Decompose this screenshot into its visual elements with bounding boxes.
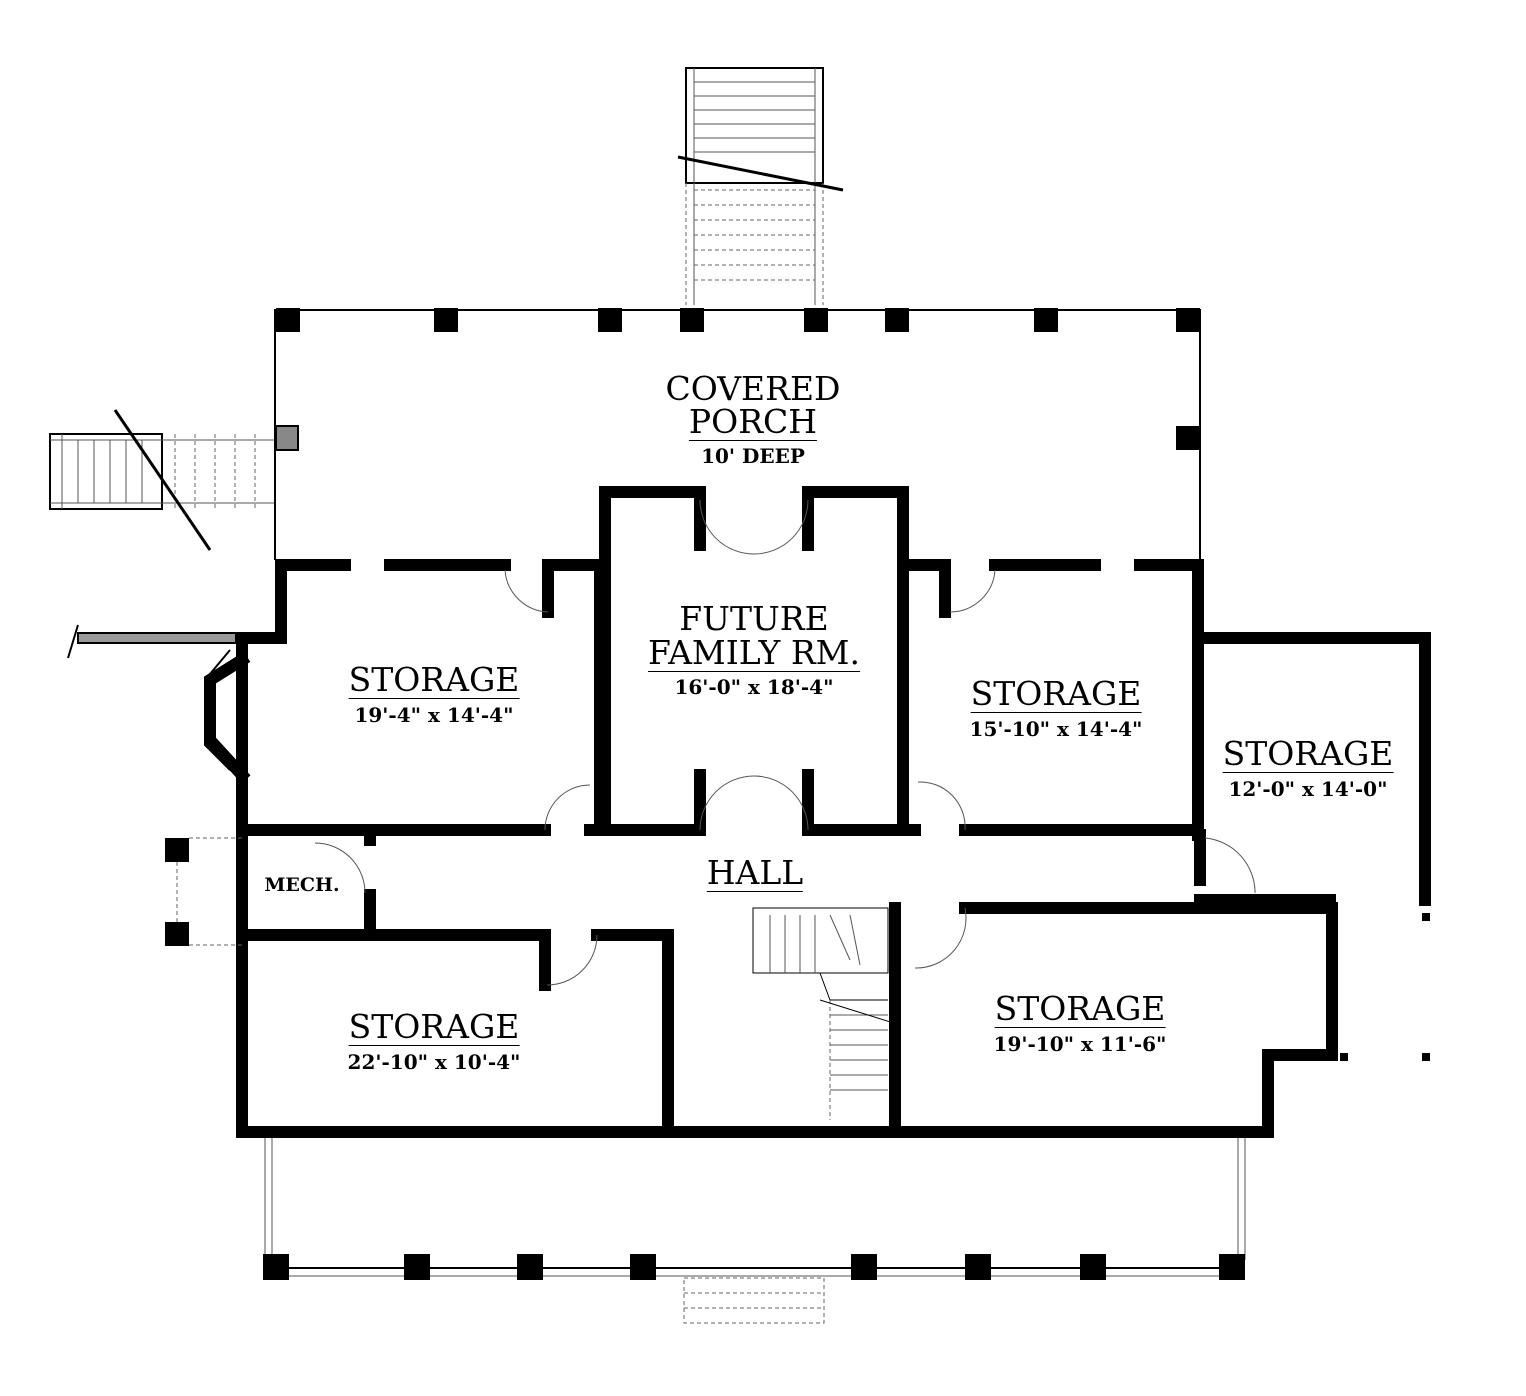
door-swings bbox=[314, 499, 1256, 986]
storage-bottom-right-name: STORAGE bbox=[994, 989, 1166, 1028]
covered-porch-outline bbox=[274, 308, 1201, 560]
top-porch-stairs bbox=[677, 67, 844, 305]
storage-top-left-size: 19'-4" x 14'-4" bbox=[354, 703, 514, 727]
porch-name-line1: COVERED bbox=[665, 369, 841, 408]
storage-top-right-size: 15'-10" x 14'-4" bbox=[969, 717, 1143, 741]
storage-bottom-right-size: 19'-10" x 11'-6" bbox=[993, 1032, 1167, 1056]
left-porch-stairs bbox=[49, 409, 275, 551]
family-room-name-line2: FAMILY RM. bbox=[648, 633, 860, 672]
side-posts bbox=[165, 837, 1430, 1061]
porch-name-line2: PORCH bbox=[688, 402, 818, 441]
hall-name: HALL bbox=[706, 853, 804, 892]
porch-size: 10' DEEP bbox=[701, 444, 805, 468]
storage-top-left-name: STORAGE bbox=[348, 660, 520, 699]
storage-bottom-left-size: 22'-10" x 10'-4" bbox=[347, 1050, 521, 1074]
storage-bottom-left-name: STORAGE bbox=[348, 1007, 520, 1046]
storage-far-right-size: 12'-0" x 14'-0" bbox=[1228, 777, 1388, 801]
storage-top-right-name: STORAGE bbox=[970, 674, 1142, 713]
family-room-name-line1: FUTURE bbox=[679, 599, 829, 638]
mech-name: MECH. bbox=[264, 874, 340, 896]
rear-porch bbox=[263, 1138, 1246, 1324]
storage-far-right-name: STORAGE bbox=[1222, 734, 1394, 773]
deck-ledge bbox=[77, 632, 237, 644]
interior-stairs bbox=[752, 907, 901, 1120]
family-room-size: 16'-0" x 18'-4" bbox=[674, 675, 834, 699]
